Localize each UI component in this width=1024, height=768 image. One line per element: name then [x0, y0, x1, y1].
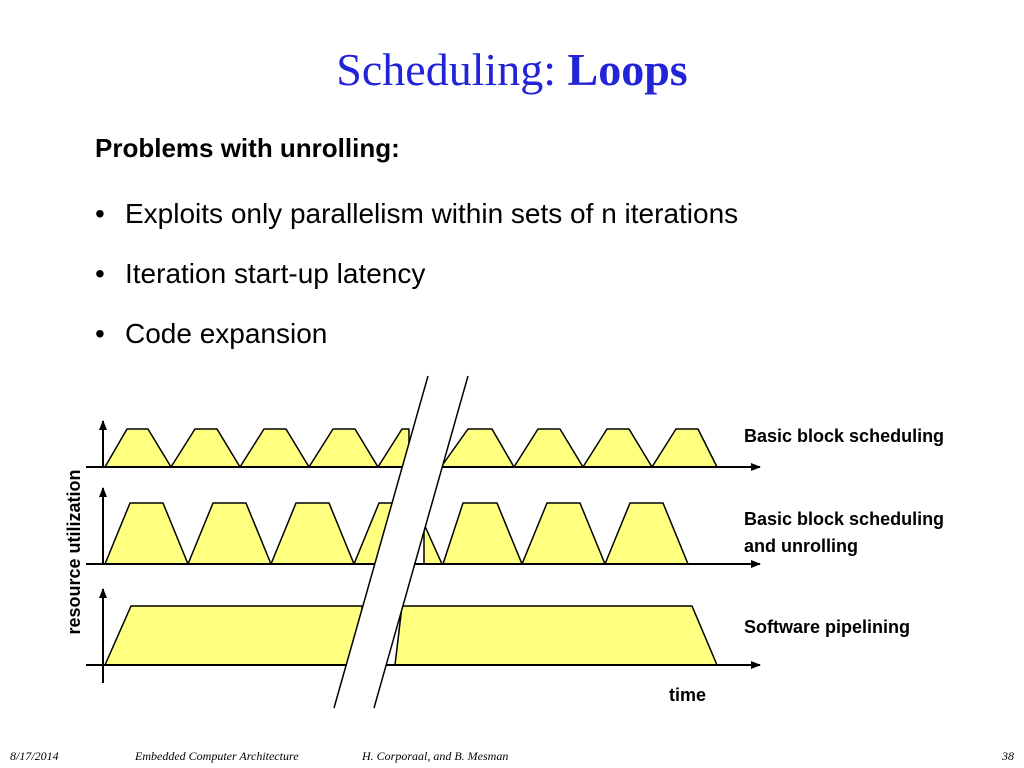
- trapezoid-series: [104, 428, 718, 468]
- row-label-unrolling-line2: and unrolling: [744, 536, 858, 556]
- bullet-item: •Iteration start-up latency: [95, 254, 738, 314]
- axis-break: [333, 375, 469, 709]
- break-line-left: [333, 375, 429, 709]
- subheading: Problems with unrolling:: [95, 133, 400, 163]
- row-label-unrolling-line1: Basic block scheduling: [744, 509, 944, 529]
- break-gap: [334, 376, 468, 708]
- footer-date: 8/17/2014: [10, 749, 59, 763]
- break-line-right: [373, 375, 469, 709]
- row-basic-block: [86, 420, 761, 471]
- bullet-dot-icon: •: [95, 198, 105, 229]
- footer-page-number: 38: [1002, 749, 1014, 763]
- title-prefix: Scheduling:: [336, 44, 568, 95]
- bullet-item: •Code expansion: [95, 314, 738, 374]
- footer-authors: H. Corporaal, and B. Mesman: [362, 749, 509, 763]
- row-label-software-pipelining: Software pipelining: [744, 617, 910, 637]
- bullet-list: •Exploits only parallelism within sets o…: [95, 194, 738, 374]
- footer-course: Embedded Computer Architecture: [135, 749, 299, 763]
- title-bold: Loops: [567, 44, 688, 95]
- row-software-pipelining: [86, 588, 761, 683]
- row-label-basic-block: Basic block scheduling: [744, 426, 944, 446]
- pipeline-shape: [104, 605, 718, 666]
- bullet-dot-icon: •: [95, 258, 105, 289]
- bullet-dot-icon: •: [95, 318, 105, 349]
- y-axis-label: resource utilization: [64, 469, 84, 634]
- x-axis-label: time: [669, 685, 706, 705]
- bullet-item: •Exploits only parallelism within sets o…: [95, 194, 738, 254]
- slide-title: Scheduling: Loops: [0, 42, 1024, 98]
